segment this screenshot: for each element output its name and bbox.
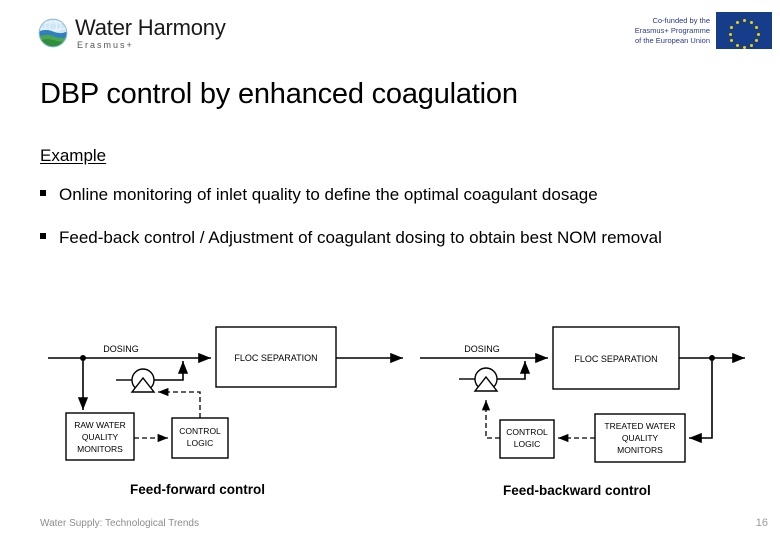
- treated-water-monitors-line-3: MONITORS: [617, 445, 663, 455]
- page-number: 16: [755, 517, 768, 529]
- water-harmony-logo: Water Harmony Erasmus+: [38, 12, 238, 54]
- feed-backward-diagram: DOSING FLOC SEPARATION TREATED WATER QUA…: [420, 326, 745, 463]
- list-item: Online monitoring of inlet quality to de…: [40, 182, 730, 207]
- control-logic-line-1: CONTROL: [179, 426, 221, 436]
- globe-water-icon: [38, 18, 68, 48]
- square-bullet-icon: [40, 225, 59, 239]
- eu-text-line-2: Erasmus+ Programme: [634, 25, 710, 35]
- bullet-text: Online monitoring of inlet quality to de…: [59, 185, 598, 204]
- treated-water-monitors-line-1: TREATED WATER: [604, 421, 675, 431]
- caption-feed-forward: Feed-forward control: [130, 482, 266, 497]
- brand-name: Water Harmony: [75, 14, 226, 40]
- floc-separation-label: FLOC SEPARATION: [234, 353, 317, 363]
- european-union-flag-icon: [716, 12, 772, 49]
- process-diagrams: DOSING FLOC SEPARATION RAW WATER QUALITY…: [0, 322, 780, 472]
- raw-water-monitors-line-1: RAW WATER: [74, 420, 126, 430]
- control-logic-line-1: CONTROL: [506, 427, 548, 437]
- bullet-list: Online monitoring of inlet quality to de…: [40, 182, 730, 268]
- dosing-label: DOSING: [464, 344, 500, 354]
- pump-symbol-icon: [459, 367, 499, 392]
- feed-forward-diagram: DOSING FLOC SEPARATION RAW WATER QUALITY…: [48, 326, 403, 461]
- brand-wordmark: Water Harmony Erasmus+: [75, 14, 226, 50]
- bullet-text: Feed-back control / Adjustment of coagul…: [59, 228, 662, 247]
- eu-cofunding-block: Co-funded by the Erasmus+ Programme of t…: [635, 12, 772, 49]
- eu-text-line-3: of the European Union: [634, 35, 710, 45]
- dosing-label: DOSING: [103, 344, 139, 354]
- floc-separation-label: FLOC SEPARATION: [574, 354, 657, 364]
- pump-symbol-icon: [116, 368, 156, 393]
- page-title: DBP control by enhanced coagulation: [40, 78, 518, 110]
- raw-water-monitors-line-2: QUALITY: [82, 432, 119, 442]
- footer-note: Water Supply: Technological Trends: [40, 518, 199, 529]
- eu-text-line-1: Co-funded by the: [652, 15, 710, 25]
- caption-feed-backward: Feed-backward control: [503, 483, 651, 498]
- treated-water-monitors-line-2: QUALITY: [622, 433, 659, 443]
- list-item: Feed-back control / Adjustment of coagul…: [40, 225, 730, 250]
- raw-water-monitors-line-3: MONITORS: [77, 444, 123, 454]
- brand-subtitle: Erasmus+: [77, 39, 134, 50]
- section-heading-example: Example: [40, 146, 107, 165]
- control-logic-line-2: LOGIC: [514, 439, 540, 449]
- square-bullet-icon: [40, 182, 59, 196]
- eu-cofunding-text: Co-funded by the Erasmus+ Programme of t…: [635, 16, 710, 46]
- control-logic-line-2: LOGIC: [187, 438, 213, 448]
